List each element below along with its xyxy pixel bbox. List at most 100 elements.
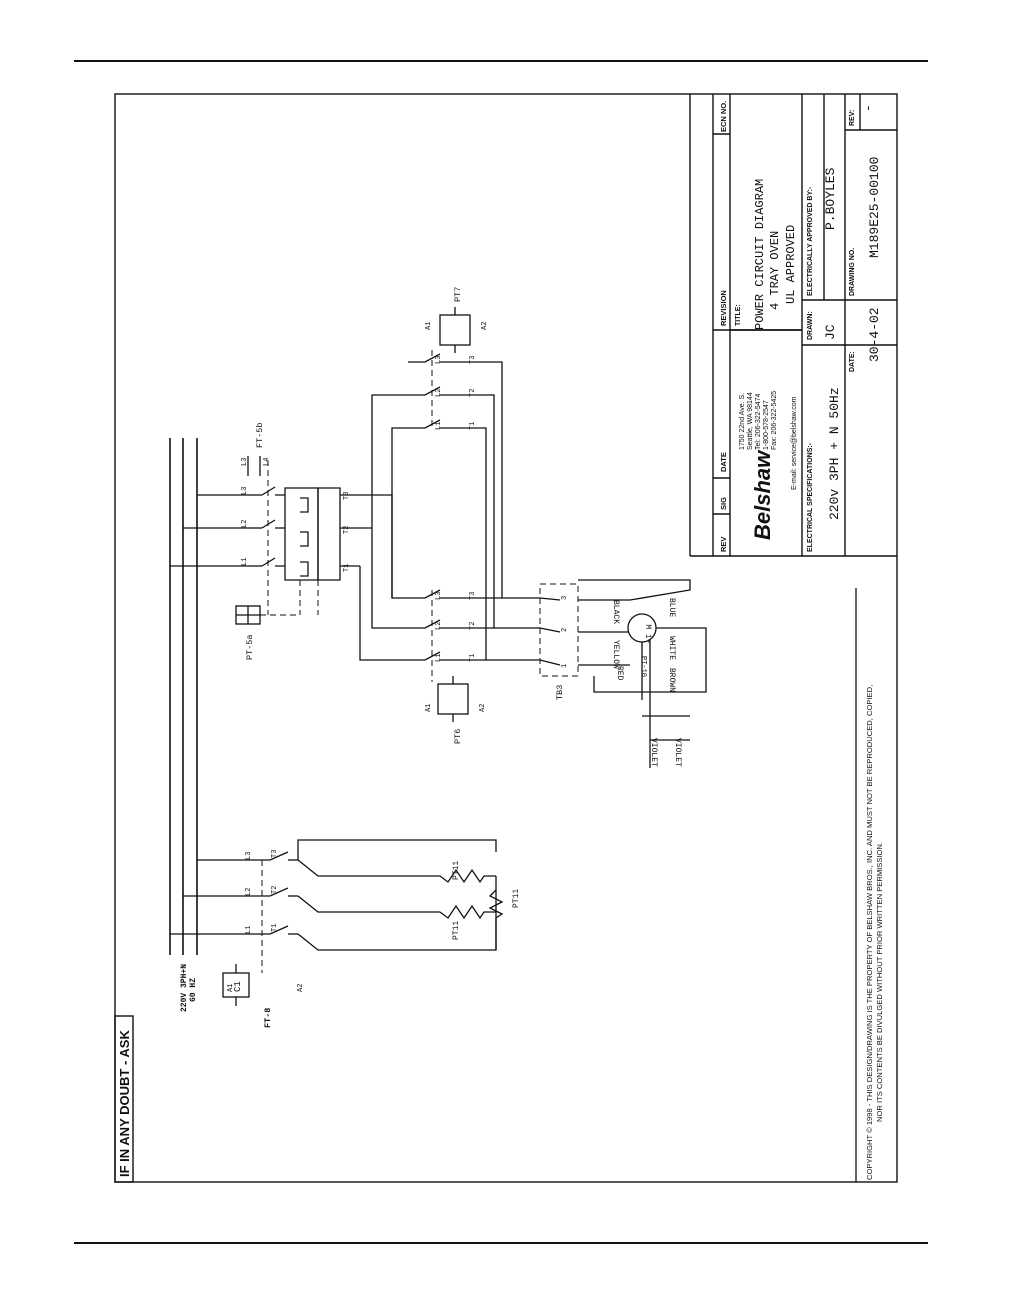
svg-text:RED: RED bbox=[615, 666, 624, 681]
svg-text:T3: T3 bbox=[271, 850, 279, 858]
svg-text:3: 3 bbox=[561, 596, 569, 600]
svg-text:T1: T1 bbox=[469, 654, 477, 662]
svg-text:DATE:: DATE: bbox=[849, 351, 856, 372]
svg-text:-: - bbox=[861, 104, 876, 112]
svg-text:REV: REV bbox=[719, 537, 728, 552]
copyright-note: COPYRIGHT © 1998 - THIS DESIGN/DRAWING I… bbox=[865, 685, 884, 1180]
svg-text:T1: T1 bbox=[469, 422, 477, 430]
motor: M 1~ YELLOW BLACK BLUE WHITE BROWN RED P… bbox=[578, 579, 707, 768]
supply-bus bbox=[169, 438, 198, 955]
svg-text:L1: L1 bbox=[245, 926, 253, 934]
supply-label: 220V 3PH+N 60 HZ bbox=[180, 964, 198, 1012]
svg-text:1: 1 bbox=[561, 664, 569, 668]
svg-text:L1: L1 bbox=[241, 558, 249, 566]
svg-text:PT11: PT11 bbox=[452, 921, 461, 940]
svg-text:L2: L2 bbox=[435, 389, 443, 397]
svg-text:L3: L3 bbox=[241, 487, 249, 495]
svg-text:ELECTRICAL SPECIFICATIONS:-: ELECTRICAL SPECIFICATIONS:- bbox=[807, 442, 814, 552]
doubt-banner: IF IN ANY DOUBT - ASK bbox=[114, 1015, 134, 1183]
bottom-rule bbox=[74, 1242, 928, 1244]
banner-text: IF IN ANY DOUBT - ASK bbox=[117, 1030, 132, 1177]
belshaw-logo: Belshaw bbox=[750, 449, 775, 540]
svg-text:M 1~: M 1~ bbox=[643, 624, 652, 643]
svg-text:PT11: PT11 bbox=[452, 861, 461, 880]
svg-text:L2: L2 bbox=[245, 888, 253, 896]
svg-text:L2: L2 bbox=[241, 520, 249, 528]
svg-text:NOR ITS CONTENTS BE DIVULGED W: NOR ITS CONTENTS BE DIVULGED WITHOUT PRI… bbox=[875, 842, 884, 1122]
pt5a-contacts: L1 L2 L3 L3 L4 FT-5b PT-5a bbox=[235, 422, 300, 660]
svg-text:220v 3PH + N 50Hz: 220v 3PH + N 50Hz bbox=[827, 387, 842, 520]
svg-text:PT-10: PT-10 bbox=[639, 656, 647, 677]
svg-text:Fax: 206-322-5425: Fax: 206-322-5425 bbox=[771, 391, 778, 450]
drawing-title: POWER CIRCUIT DIAGRAM bbox=[753, 179, 767, 330]
svg-text:T3: T3 bbox=[343, 492, 351, 500]
svg-text:E-mail: service@belshaw.com: E-mail: service@belshaw.com bbox=[791, 396, 798, 490]
svg-text:REVISION: REVISION bbox=[719, 290, 728, 326]
svg-text:T2: T2 bbox=[343, 526, 351, 534]
svg-text:A1: A1 bbox=[425, 322, 433, 330]
svg-text:T3: T3 bbox=[469, 356, 477, 364]
svg-text:DRAWING NO.: DRAWING NO. bbox=[849, 248, 856, 296]
svg-text:4 TRAY OVEN: 4 TRAY OVEN bbox=[768, 231, 782, 310]
svg-text:TITLE:: TITLE: bbox=[735, 304, 742, 326]
svg-text:ELECTRICALLY APPROVED BY:-: ELECTRICALLY APPROVED BY:- bbox=[807, 186, 814, 296]
svg-text:PT6: PT6 bbox=[453, 729, 463, 744]
svg-text:60 HZ: 60 HZ bbox=[189, 978, 198, 1002]
reversing-contactor: L1 L2 L3 T1 T2 T3 A1 A2 PT7 bbox=[371, 287, 503, 660]
heater-wiring: PT11 PT11 PT11 bbox=[297, 839, 521, 951]
svg-text:T2: T2 bbox=[469, 389, 477, 397]
svg-text:A1: A1 bbox=[227, 984, 235, 992]
svg-text:YELLOW: YELLOW bbox=[611, 640, 620, 669]
svg-text:WHITE: WHITE bbox=[667, 636, 676, 660]
svg-text:TB3: TB3 bbox=[555, 685, 565, 700]
svg-text:T1: T1 bbox=[271, 924, 279, 932]
svg-text:BLUE: BLUE bbox=[667, 598, 676, 617]
svg-text:L1: L1 bbox=[435, 654, 443, 662]
svg-text:DRAWN:: DRAWN: bbox=[807, 311, 814, 340]
svg-text:2: 2 bbox=[561, 628, 569, 632]
svg-text:FT-5b: FT-5b bbox=[255, 422, 265, 448]
title-block: REV SIG DATE REVISION ECN NO. Belshaw 17… bbox=[689, 94, 897, 557]
svg-text:FT-8: FT-8 bbox=[263, 1008, 273, 1028]
svg-text:220V 3PH+N: 220V 3PH+N bbox=[180, 964, 189, 1012]
c1-contacts: L1 L2 L3 T1 T2 T3 bbox=[245, 850, 298, 940]
svg-text:L2: L2 bbox=[435, 622, 443, 630]
svg-text:Seattle, WA 98144: Seattle, WA 98144 bbox=[747, 392, 754, 450]
svg-text:COPYRIGHT © 1998 - THIS DESIGN: COPYRIGHT © 1998 - THIS DESIGN/DRAWING I… bbox=[865, 685, 874, 1180]
svg-text:L4: L4 bbox=[263, 458, 271, 466]
overload-relay: T1 T2 T3 bbox=[275, 487, 372, 615]
svg-text:L3: L3 bbox=[435, 592, 443, 600]
drawing-frame bbox=[114, 93, 898, 1183]
svg-text:A2: A2 bbox=[481, 322, 489, 330]
svg-text:T2: T2 bbox=[271, 886, 279, 894]
svg-text:BLACK: BLACK bbox=[611, 600, 620, 624]
svg-text:L3: L3 bbox=[241, 458, 249, 466]
motor-contactor: L1 L2 L3 T1 T2 T3 A1 A2 PT6 bbox=[408, 589, 487, 744]
svg-text:PT7: PT7 bbox=[453, 287, 463, 302]
svg-text:REV:: REV: bbox=[849, 110, 856, 126]
svg-text:PT11: PT11 bbox=[512, 889, 521, 908]
top-rule bbox=[74, 60, 928, 62]
svg-text:T3: T3 bbox=[469, 592, 477, 600]
svg-text:L1: L1 bbox=[435, 422, 443, 430]
svg-text:ECN NO.: ECN NO. bbox=[719, 101, 728, 132]
svg-text:30-4-02: 30-4-02 bbox=[867, 307, 882, 362]
drawing-number: M189E25-00100 bbox=[867, 157, 882, 258]
svg-text:1-800-578-2547: 1-800-578-2547 bbox=[763, 400, 770, 450]
svg-text:UL APPROVED: UL APPROVED bbox=[784, 225, 798, 304]
svg-text:T2: T2 bbox=[469, 622, 477, 630]
svg-text:Tel: 206-322-5474: Tel: 206-322-5474 bbox=[755, 393, 762, 450]
terminal-block-tb3: 1 2 3 TB3 bbox=[539, 583, 579, 700]
svg-text:L3: L3 bbox=[245, 852, 253, 860]
svg-text:PT-5a: PT-5a bbox=[245, 634, 255, 660]
svg-text:A1: A1 bbox=[425, 704, 433, 712]
svg-text:P.BOYLES: P.BOYLES bbox=[823, 167, 838, 230]
svg-text:A2: A2 bbox=[479, 704, 487, 712]
contactor-c1: C1 FT-8 A1 A2 bbox=[222, 940, 305, 1028]
svg-text:T1: T1 bbox=[343, 564, 351, 572]
svg-text:L3: L3 bbox=[435, 356, 443, 364]
svg-text:SIG: SIG bbox=[719, 497, 728, 510]
svg-text:JC: JC bbox=[823, 324, 838, 340]
svg-text:A2: A2 bbox=[297, 984, 305, 992]
